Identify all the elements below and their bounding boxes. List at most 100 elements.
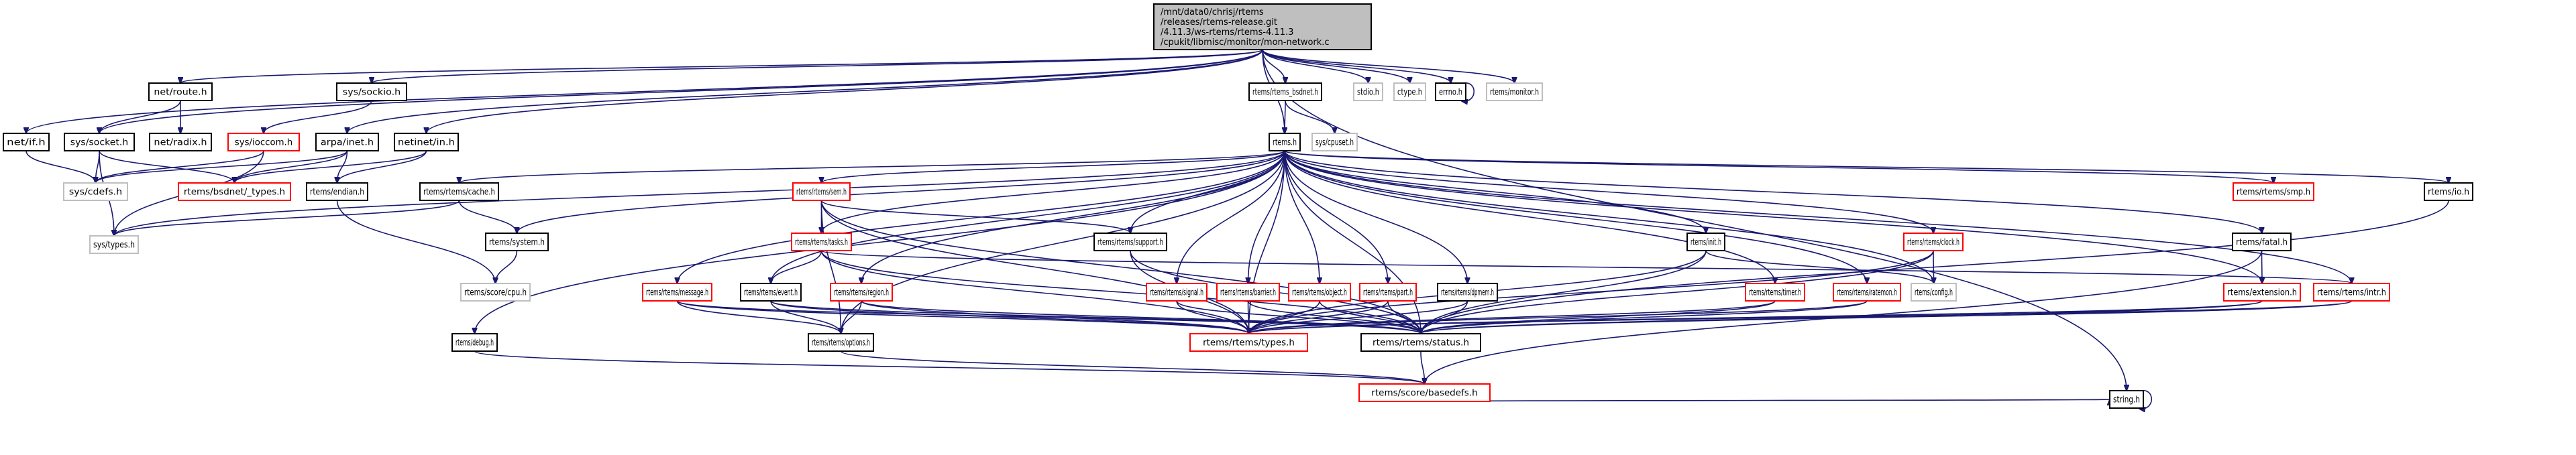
- node-extension[interactable]: rtems/extension.h: [2223, 283, 2301, 302]
- node-message[interactable]: rtems/rtems/message.h: [642, 283, 712, 302]
- node-root[interactable]: /mnt/data0/chrisj/rtems/releases/rtems-r…: [1153, 3, 1372, 50]
- node-box: [227, 133, 300, 151]
- edge-fatal-to-extension: [2262, 250, 2263, 283]
- node-box: [808, 333, 874, 352]
- node-system[interactable]: rtems/system.h: [485, 233, 549, 251]
- node-box: [1093, 233, 1167, 251]
- node-rtems-bsdnet[interactable]: rtems/rtems_bsdnet.h: [1248, 82, 1322, 101]
- node-monitor[interactable]: rtems/monitor.h: [1486, 82, 1543, 101]
- edge-ratemon-to-types: [1249, 300, 1868, 334]
- node-netinet-in[interactable]: netinet/in.h: [394, 133, 459, 151]
- node-init[interactable]: rtems/init.h: [1686, 233, 1725, 251]
- node-options[interactable]: rtems/rtems/options.h: [808, 333, 874, 352]
- edge-cache-to-sys-types: [114, 200, 460, 236]
- node-ratemon[interactable]: rtems/rtems/ratemon.h: [1833, 283, 1901, 302]
- node-box: [1358, 383, 1491, 402]
- edge-rtems-bsdnet-to-sys-cpuset: [1285, 100, 1335, 133]
- node-tasks[interactable]: rtems/rtems/tasks.h: [791, 233, 852, 251]
- edge-debug-to-basedefs: [474, 350, 1425, 384]
- node-rtems-h[interactable]: rtems.h: [1269, 133, 1301, 151]
- node-event[interactable]: rtems/rtems/event.h: [740, 283, 802, 302]
- node-sys-types[interactable]: sys/types.h: [89, 235, 139, 254]
- edge-sys-socket-to-bsdnet-types: [99, 150, 235, 183]
- node-status[interactable]: rtems/rtems/status.h: [1360, 333, 1481, 352]
- node-debug[interactable]: rtems/debug.h: [451, 333, 498, 352]
- node-support[interactable]: rtems/rtems/support.h: [1093, 233, 1167, 251]
- node-sys-cdefs[interactable]: sys/cdefs.h: [63, 182, 128, 201]
- edge-rtems-h-to-sys-types: [114, 150, 1285, 236]
- node-net-route[interactable]: net/route.h: [148, 82, 213, 101]
- node-cache[interactable]: rtems/rtems/cache.h: [419, 182, 499, 201]
- node-ctype[interactable]: ctype.h: [1393, 82, 1426, 101]
- edge-rtems-h-to-io: [1284, 150, 2449, 183]
- node-fatal[interactable]: rtems/fatal.h: [2232, 233, 2292, 251]
- edge-net-route-to-sys-socket: [99, 100, 181, 133]
- edge-barrier-to-status: [1247, 300, 1421, 334]
- edge-rtems-h-to-event: [771, 150, 1285, 283]
- edge-rtems-h-to-sem: [822, 150, 1285, 183]
- edge-message-to-types: [676, 300, 1249, 334]
- edge-object-to-status: [1319, 300, 1421, 334]
- node-timer[interactable]: rtems/rtems/timer.h: [1745, 283, 1805, 302]
- node-label: rtems/score/cpu.h: [464, 288, 527, 298]
- node-label: rtems/rtems/dpmem.h: [1441, 288, 1494, 298]
- node-score-cpu[interactable]: rtems/score/cpu.h: [460, 283, 531, 302]
- edge-sem-to-options: [820, 200, 841, 334]
- node-smp[interactable]: rtems/rtems/smp.h: [2233, 182, 2314, 201]
- node-label: errno.h: [1439, 88, 1462, 98]
- node-box: [460, 283, 531, 302]
- node-sys-cpuset[interactable]: sys/cpuset.h: [1311, 133, 1358, 151]
- node-barrier[interactable]: rtems/rtems/barrier.h: [1216, 283, 1280, 302]
- node-rtems-endian[interactable]: rtems/endian.h: [306, 182, 368, 201]
- edge-tasks-to-event: [771, 250, 822, 283]
- node-sys-ioccom[interactable]: sys/ioccom.h: [227, 133, 300, 151]
- edge-root-to-string: [1262, 49, 2127, 391]
- node-config[interactable]: rtems/config.h: [1911, 283, 1957, 302]
- node-intr[interactable]: rtems/rtems/intr.h: [2313, 283, 2390, 302]
- edge-root-to-net-route: [180, 49, 1263, 83]
- node-types[interactable]: rtems/rtems/types.h: [1189, 333, 1308, 352]
- node-sys-sockio[interactable]: sys/sockio.h: [336, 82, 407, 101]
- node-errno[interactable]: errno.h: [1435, 82, 1466, 101]
- node-box: [830, 283, 893, 302]
- node-box: [1435, 82, 1466, 101]
- edge-cache-to-system: [458, 200, 517, 233]
- node-sem[interactable]: rtems/rtems/sem.h: [792, 182, 851, 201]
- node-box: [1911, 283, 1957, 302]
- node-net-if[interactable]: net/if.h: [3, 133, 50, 151]
- node-label: rtems/bsdnet/_types.h: [184, 188, 285, 198]
- node-label: sys/sockio.h: [343, 88, 400, 98]
- node-label: ctype.h: [1397, 88, 1422, 98]
- node-signal[interactable]: rtems/rtems/signal.h: [1146, 283, 1208, 302]
- node-stdio[interactable]: stdio.h: [1353, 82, 1383, 101]
- node-label: rtems/rtems/smp.h: [2237, 188, 2310, 198]
- node-label: rtems/rtems/object.h: [1292, 288, 1347, 298]
- edge-rtems-h-to-extension: [1284, 150, 2262, 283]
- edge-signal-to-status: [1176, 300, 1421, 334]
- edge-rtems-h-to-clock: [1284, 150, 1933, 233]
- node-box: [148, 82, 213, 101]
- node-box: [1189, 333, 1308, 352]
- node-string[interactable]: string.h: [2109, 390, 2144, 409]
- node-box: [1359, 283, 1417, 302]
- edge-intr-to-types: [1249, 300, 2353, 334]
- node-basedefs[interactable]: rtems/score/basedefs.h: [1358, 383, 1491, 402]
- node-sys-socket[interactable]: sys/socket.h: [64, 133, 135, 151]
- edge-netinet-in-to-rtems-endian: [337, 150, 427, 183]
- node-label: rtems/rtems/clock.h: [1907, 238, 1960, 248]
- node-arpa-inet[interactable]: arpa/inet.h: [315, 133, 379, 151]
- node-part[interactable]: rtems/rtems/part.h: [1359, 283, 1417, 302]
- node-bsdnet-types[interactable]: rtems/bsdnet/_types.h: [178, 182, 291, 201]
- edge-ratemon-to-status: [1421, 300, 1868, 334]
- node-clock[interactable]: rtems/rtems/clock.h: [1903, 233, 1964, 251]
- node-box: [2233, 182, 2314, 201]
- node-io[interactable]: rtems/io.h: [2424, 182, 2473, 201]
- edge-root-to-errno: [1262, 49, 1451, 83]
- node-label: rtems/rtems/cache.h: [423, 188, 495, 198]
- node-net-radix[interactable]: net/radix.h: [149, 133, 212, 151]
- node-label: sys/types.h: [93, 241, 135, 251]
- node-label: rtems/endian.h: [310, 188, 364, 198]
- node-dpmem[interactable]: rtems/rtems/dpmem.h: [1437, 283, 1498, 302]
- node-region[interactable]: rtems/rtems/region.h: [830, 283, 893, 302]
- node-object[interactable]: rtems/rtems/object.h: [1288, 283, 1351, 302]
